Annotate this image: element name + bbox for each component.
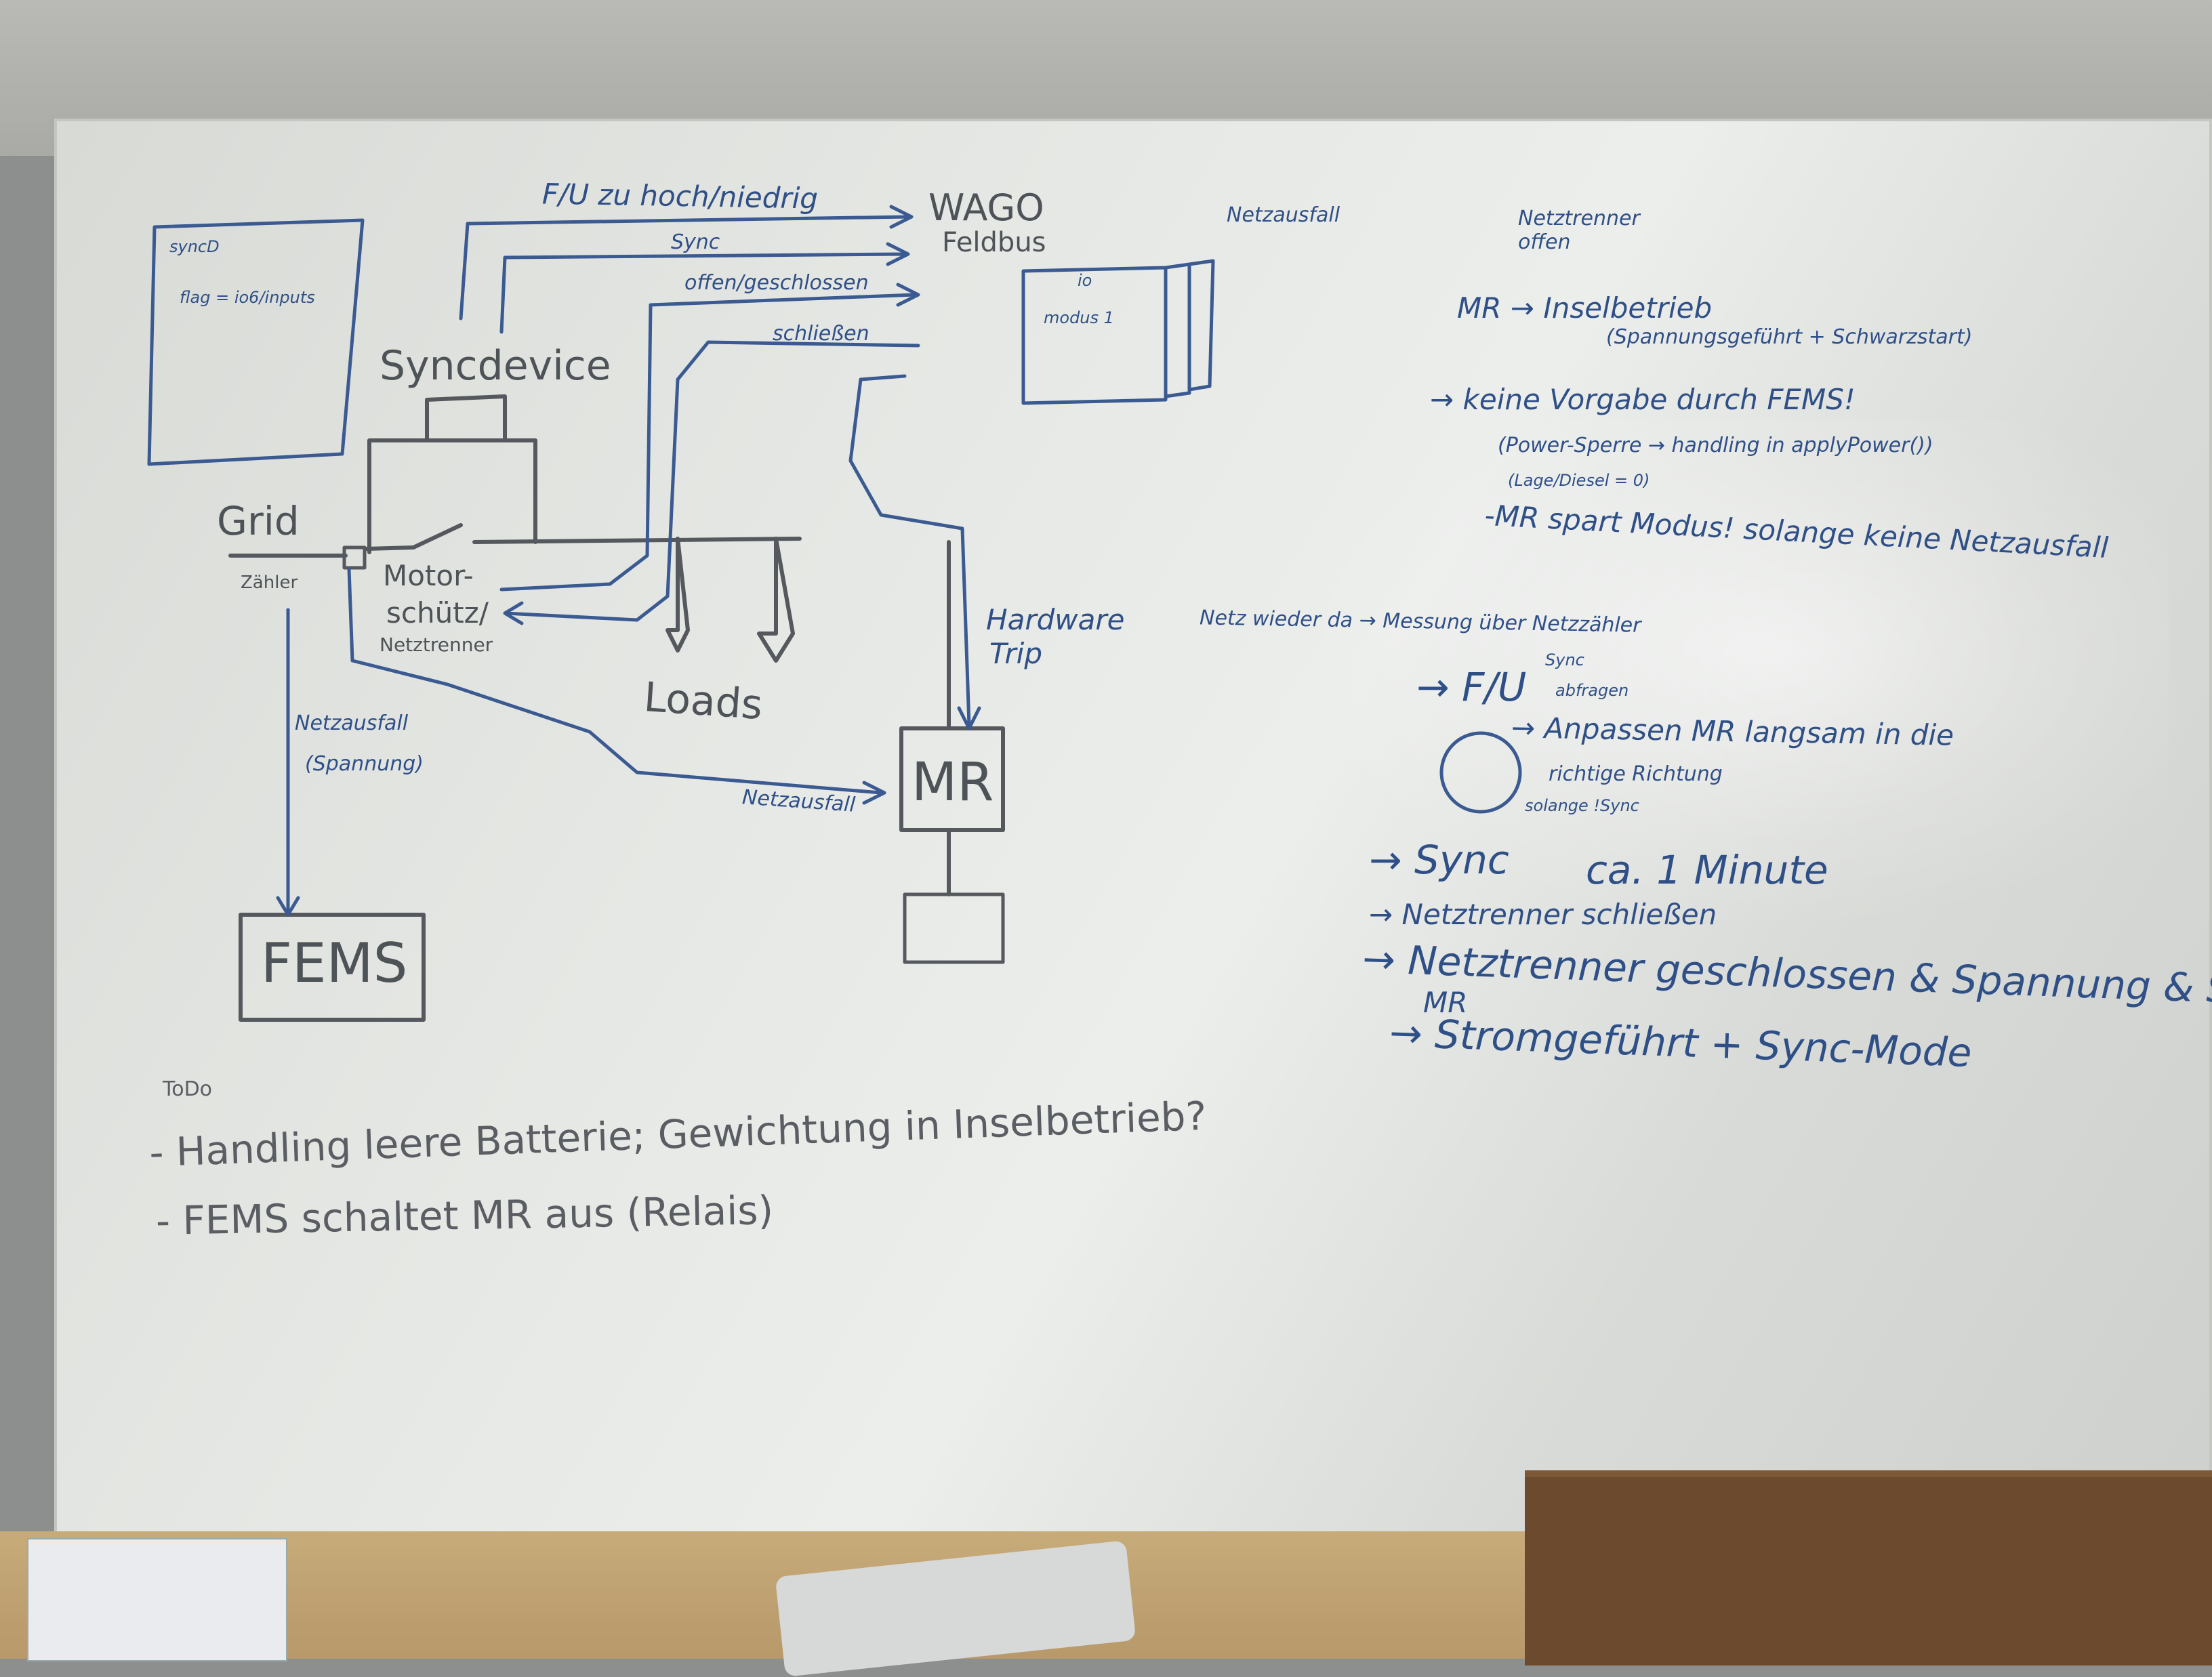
syncdevice-box — [367, 394, 537, 554]
parts-tray — [1525, 1470, 2212, 1665]
mr-box — [899, 726, 1005, 832]
note-netztrenner-offen: Netztrenner offen — [1518, 207, 1640, 254]
wago-title: WAGO — [928, 186, 1044, 229]
label-offen: offen/geschlossen — [684, 271, 869, 295]
note-keine-vorgabe: → keine Vorgabe durch FEMS! — [1430, 383, 1856, 416]
main-bus — [228, 537, 802, 558]
fems-box — [239, 913, 426, 1022]
meter-box — [342, 545, 367, 570]
wago-modus: modus 1 — [1044, 308, 1114, 327]
netzausfall-fems-1: Netzausfall — [295, 711, 409, 735]
config-box — [147, 218, 365, 466]
note-solange-sync: solange !Sync — [1525, 796, 1639, 815]
note-spannungsgefuehrt: (Spannungsgeführt + Schwarzstart) — [1606, 325, 1973, 349]
motor-label-2: schütz/ — [386, 596, 489, 629]
label-fu: F/U zu hoch/niedrig — [541, 177, 819, 215]
fems-label: FEMS — [261, 932, 408, 995]
wago-subtitle: Feldbus — [942, 227, 1046, 258]
note-power-sperre: (Power-Sperre → handling in applyPower()… — [1498, 434, 1933, 457]
note-netzausfall: Netzausfall — [1227, 203, 1340, 227]
poster — [27, 1538, 287, 1661]
grid-label: Grid — [217, 498, 300, 544]
note-fu-abfragen: abfragen — [1555, 681, 1629, 700]
loop-circle — [1439, 731, 1522, 814]
todo-title: ToDo — [163, 1077, 213, 1101]
switch — [411, 523, 463, 550]
motor-label-1: Motor- — [383, 559, 474, 592]
label-schliessen: schließen — [773, 322, 869, 346]
note-mr-small: MR — [1423, 986, 1468, 1019]
note-mr-inselbetrieb: MR → Inselbetrieb — [1457, 291, 1713, 325]
wago-io: io — [1078, 271, 1092, 290]
loads-label: Loads — [642, 673, 764, 730]
mr-label: MR — [912, 752, 994, 813]
hardware-label: Hardware — [986, 603, 1125, 636]
config-line-1: syncD — [169, 237, 220, 256]
config-line-2: flag = io6/inputs — [180, 288, 315, 307]
zaehler-label: Zähler — [241, 573, 298, 593]
syncdevice-label: Syncdevice — [380, 342, 611, 390]
netzausfall-arrow — [276, 608, 300, 917]
trip-label: Trip — [989, 637, 1042, 670]
note-ca-minute: ca. 1 Minute — [1586, 847, 1828, 893]
note-richtige-richtung: richtige Richtung — [1549, 762, 1723, 786]
load-1 — [665, 537, 690, 653]
label-sync-arrow: Sync — [671, 230, 720, 254]
note-lage-diesel: (Lage/Diesel = 0) — [1508, 471, 1650, 490]
wago-box — [1021, 259, 1215, 405]
note-fu-sync: Sync — [1545, 650, 1584, 669]
motor-label-3: Netztrenner — [380, 634, 493, 656]
note-sync: → Sync — [1369, 837, 1509, 883]
mr-sub-box — [903, 892, 1005, 964]
netzausfall-fems-2: (Spannung) — [305, 752, 424, 776]
load-2 — [757, 537, 795, 663]
note-netztrenner-schliessen: → Netztrenner schließen — [1369, 898, 1717, 931]
note-fu: → F/U — [1416, 664, 1527, 710]
